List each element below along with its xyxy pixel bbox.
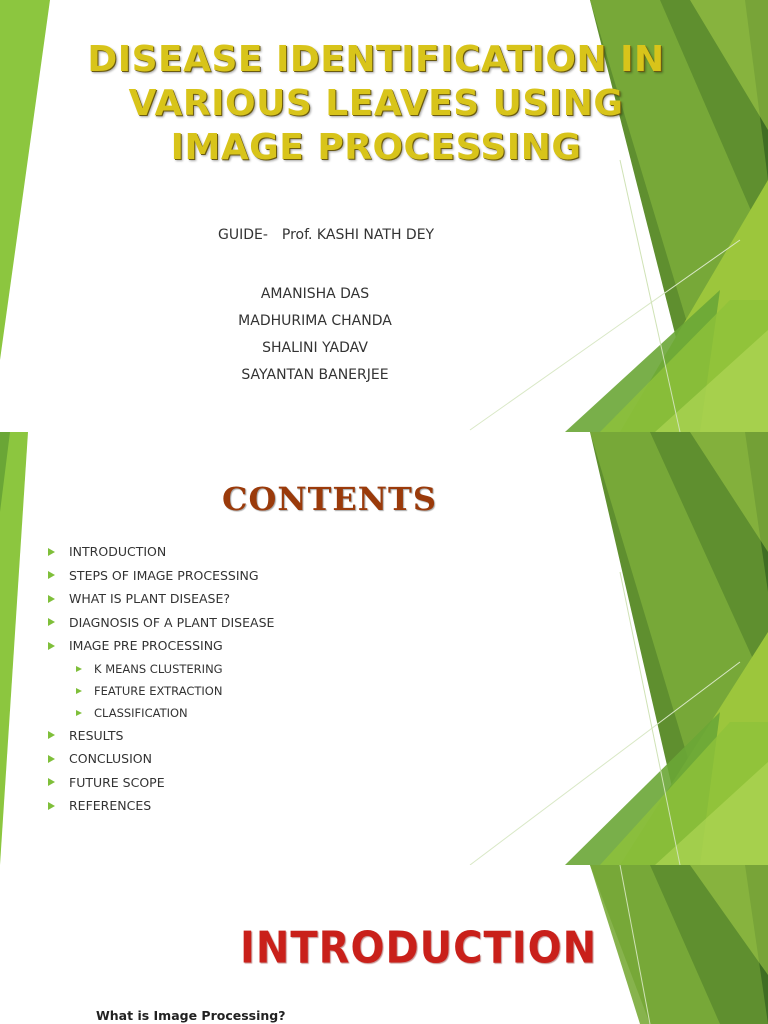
list-item: FUTURE SCOPE <box>48 771 274 795</box>
presentation-title: DISEASE IDENTIFICATION IN VARIOUS LEAVES… <box>87 39 665 168</box>
list-item-label: WHAT IS PLANT DISEASE? <box>69 591 231 607</box>
list-item-label: CONCLUSION <box>69 751 152 767</box>
list-item: WHAT IS PLANT DISEASE? <box>48 587 274 611</box>
list-item: REFERENCES <box>48 794 274 818</box>
introduction-heading: INTRODUCTION <box>240 923 598 974</box>
green-facets-decoration <box>0 0 768 432</box>
list-item-label: K MEANS CLUSTERING <box>94 661 223 676</box>
author-list: AMANISHA DAS MADHURIMA CHANDA SHALINI YA… <box>215 281 415 389</box>
list-subitem: FEATURE EXTRACTION <box>76 680 274 702</box>
guide-line: GUIDE- Prof. KASHI NATH DEY <box>218 227 434 243</box>
green-facets-decoration <box>0 432 768 865</box>
author-name: SHALINI YADAV <box>262 340 368 356</box>
bullet-arrow-icon <box>48 731 55 740</box>
list-item: CONCLUSION <box>48 747 274 771</box>
list-item-label: FUTURE SCOPE <box>69 774 165 790</box>
title-slide: DISEASE IDENTIFICATION IN VARIOUS LEAVES… <box>0 0 768 432</box>
bullet-arrow-icon <box>48 754 55 763</box>
bullet-arrow-icon <box>48 547 55 556</box>
bullet-arrow-icon <box>48 594 55 603</box>
list-subitem: K MEANS CLUSTERING <box>76 658 274 680</box>
list-item-label: STEPS OF IMAGE PROCESSING <box>69 567 259 583</box>
list-item-label: REFERENCES <box>69 798 152 814</box>
list-item-label: CLASSIFICATION <box>94 705 188 720</box>
guide-name: Prof. KASHI NATH DEY <box>281 227 435 243</box>
contents-slide: CONTENTS INTRODUCTION STEPS OF IMAGE PRO… <box>0 432 768 865</box>
guide-label: GUIDE- <box>218 227 268 243</box>
author-name: AMANISHA DAS <box>260 286 370 302</box>
list-item-label: IMAGE PRE PROCESSING <box>69 638 223 654</box>
bullet-arrow-icon <box>48 618 55 627</box>
bullet-arrow-icon <box>48 641 55 650</box>
list-item: INTRODUCTION <box>48 540 274 564</box>
contents-list: INTRODUCTION STEPS OF IMAGE PROCESSING W… <box>48 540 274 818</box>
list-item-label: RESULTS <box>69 727 124 743</box>
list-subitem: CLASSIFICATION <box>76 702 274 724</box>
author-name: SAYANTAN BANERJEE <box>241 367 389 383</box>
bullet-arrow-icon <box>48 571 55 580</box>
list-item: RESULTS <box>48 724 274 748</box>
list-item: STEPS OF IMAGE PROCESSING <box>48 564 274 588</box>
list-item: IMAGE PRE PROCESSING <box>48 634 274 658</box>
list-item: DIAGNOSIS OF A PLANT DISEASE <box>48 611 274 635</box>
intro-question: What is Image Processing? <box>96 1008 286 1023</box>
bullet-arrow-icon <box>76 687 82 694</box>
bullet-arrow-icon <box>48 778 55 787</box>
introduction-slide: INTRODUCTION What is Image Processing? <box>0 865 768 1024</box>
bullet-arrow-icon <box>76 709 82 716</box>
list-item-label: FEATURE EXTRACTION <box>94 683 223 698</box>
author-name: MADHURIMA CHANDA <box>238 313 392 329</box>
bullet-arrow-icon <box>76 665 82 672</box>
contents-heading: CONTENTS <box>222 480 437 518</box>
list-item-label: DIAGNOSIS OF A PLANT DISEASE <box>69 614 275 630</box>
bullet-arrow-icon <box>48 801 55 810</box>
list-item-label: INTRODUCTION <box>69 544 167 560</box>
green-facets-decoration <box>590 865 768 1024</box>
